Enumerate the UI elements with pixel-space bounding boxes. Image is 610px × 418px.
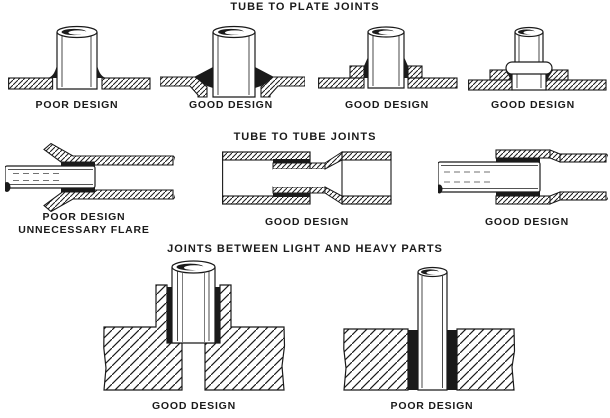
figure-label: GOOD DESIGN [344,99,430,111]
figure-tube-to-plate-good-flange [160,25,305,98]
section-title-tube-to-tube: TUBE TO TUBE JOINTS [233,131,377,143]
section-title-light-heavy: JOINTS BETWEEN LIGHT AND HEAVY PARTS [167,243,443,255]
figure-tube-to-tube-poor-flare [5,142,175,212]
figure-label: POOR DESIGN [390,400,474,412]
figure-tube-to-plate-good-boss [318,26,458,89]
figure-label: POOR DESIGN [42,211,126,223]
figure-label: GOOD DESIGN [188,99,274,111]
figure-sublabel: UNNECESSARY FLARE [18,224,150,236]
figure-tube-to-plate-good-ferrule [468,26,607,91]
figure-label: GOOD DESIGN [151,400,237,412]
figure-light-heavy-good [103,260,286,391]
figure-tube-to-tube-good-bell [438,149,608,205]
figure-light-heavy-poor [343,266,516,391]
figure-label: POOR DESIGN [35,99,119,111]
figure-label: GOOD DESIGN [484,216,570,228]
figure-label: GOOD DESIGN [490,99,576,111]
figure-tube-to-plate-poor [8,25,151,90]
section-title-tube-to-plate: TUBE TO PLATE JOINTS [230,1,380,13]
figure-label: GOOD DESIGN [264,216,350,228]
figure-tube-to-tube-good-swage [222,151,392,205]
